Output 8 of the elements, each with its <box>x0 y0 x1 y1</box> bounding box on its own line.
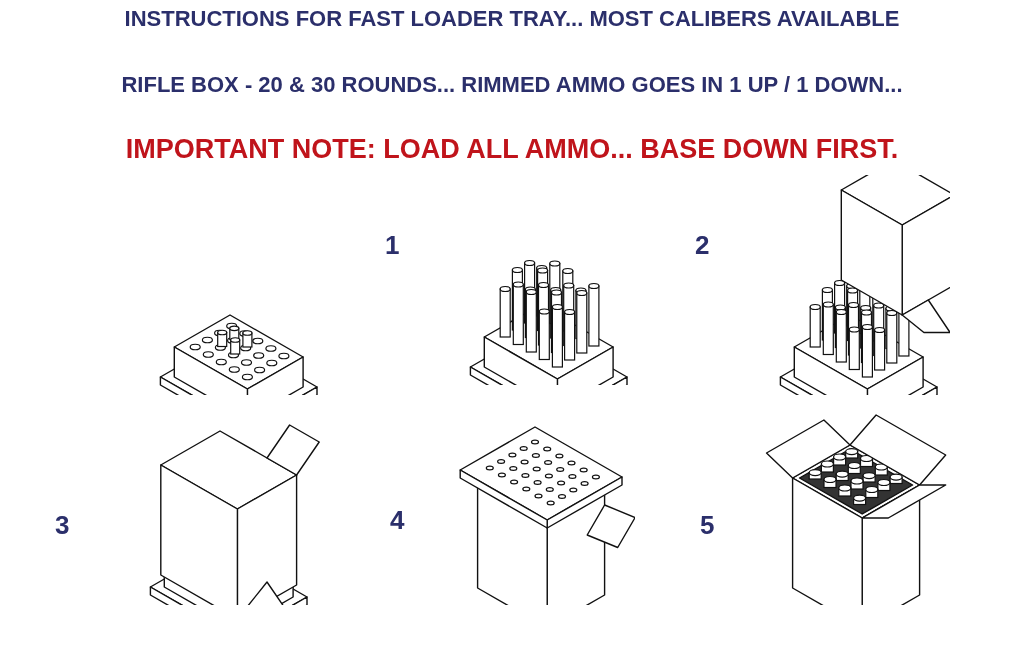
subtitle-text: RIFLE BOX - 20 & 30 ROUNDS... RIMMED AMMO GOES IN 1 UP / 1 DOWN... <box>121 72 903 97</box>
title-text: INSTRUCTIONS FOR FAST LOADER TRAY... MOST CALIBERS AVAILABLE <box>124 6 900 31</box>
warning-note: IMPORTANT NOTE: LOAD ALL AMMO... BASE DOWN FIRST. <box>125 134 899 164</box>
step-number: 5 <box>700 510 715 541</box>
step-number: 4 <box>390 505 405 536</box>
step-number: 3 <box>55 510 70 541</box>
step-number: 1 <box>385 230 400 261</box>
step-number: 2 <box>695 230 710 261</box>
